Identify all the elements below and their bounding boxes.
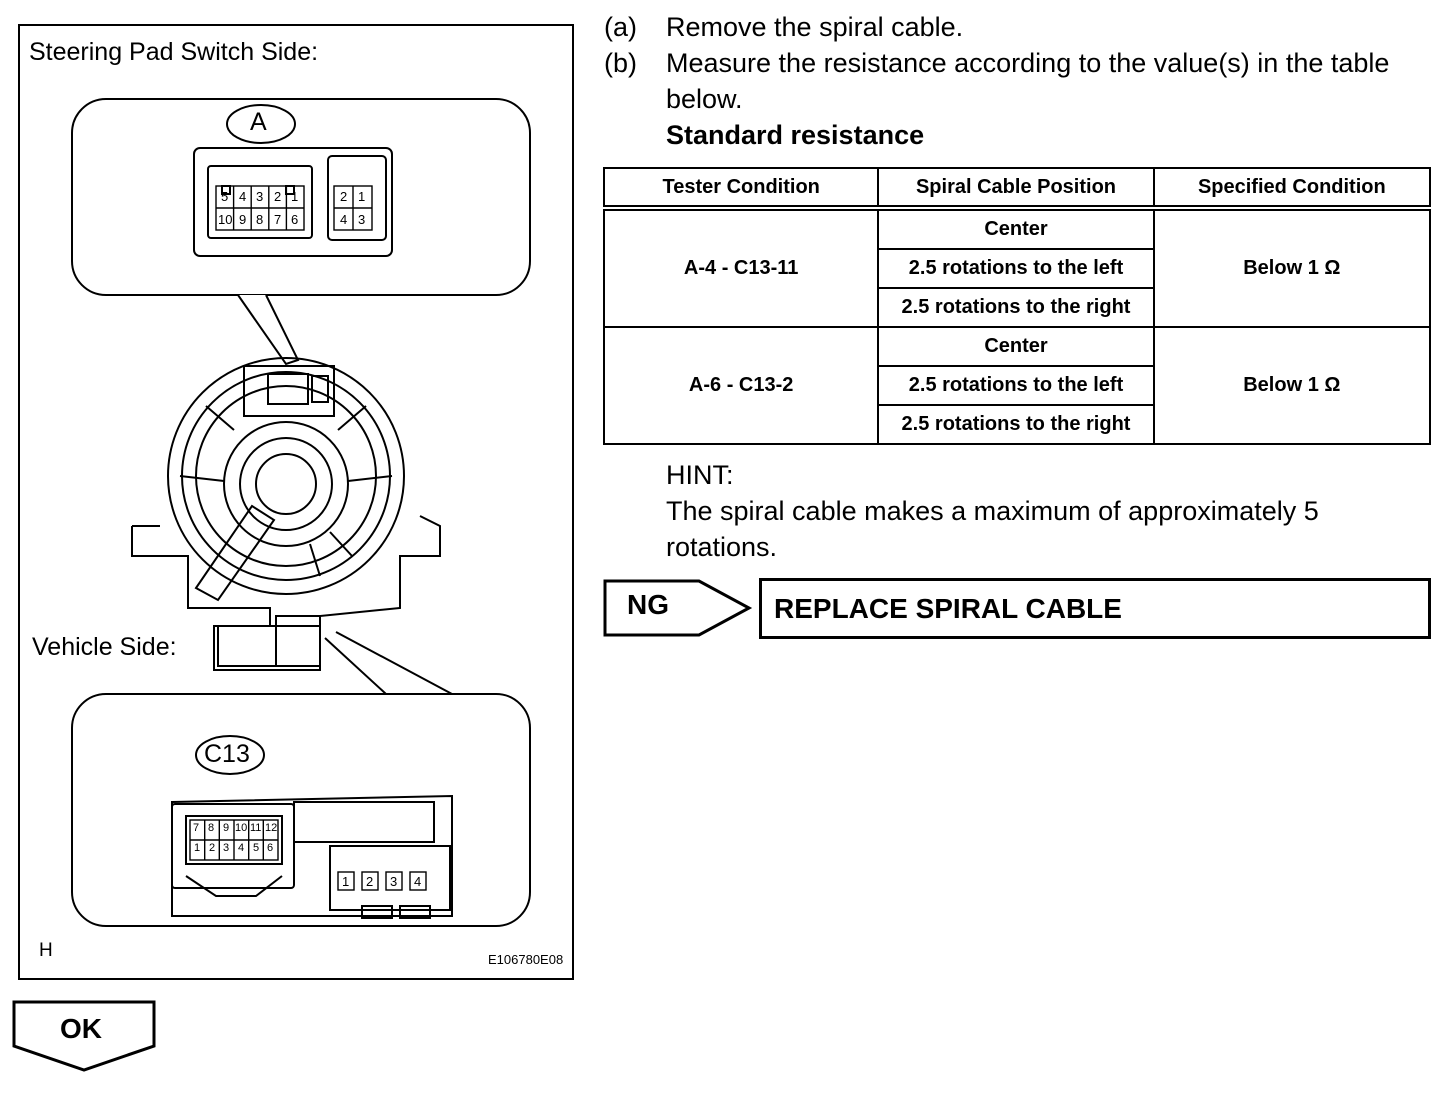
step-a-text: Remove the spiral cable. — [666, 12, 964, 42]
pin-label: 2 — [274, 189, 282, 204]
specified-condition-cell: Below 1 Ω — [1152, 207, 1432, 328]
position-cell: 2.5 rotations to the right — [877, 404, 1155, 445]
pin-label: 8 — [256, 212, 264, 227]
hint-label: HINT: — [666, 460, 734, 490]
pin-label: 1 — [194, 842, 201, 854]
ok-arrow-button[interactable]: OK — [12, 1000, 158, 1079]
pin-label: 4 — [340, 212, 348, 227]
pin-label: 3 — [390, 874, 398, 889]
pin-label: 2 — [366, 874, 374, 889]
ng-arrow-icon — [603, 579, 753, 637]
pin-label: 5 — [253, 842, 260, 854]
standard-resistance-title: Standard resistance — [666, 120, 925, 150]
table-row: A-4 - C13-11 Center Below 1 Ω — [602, 207, 1432, 328]
pin-label: 8 — [208, 822, 215, 834]
table-header-row: Tester Condition Spiral Cable Position S… — [602, 167, 1432, 211]
vehicle-side-label: Vehicle Side: — [32, 633, 177, 661]
hint-text: The spiral cable makes a maximum of appr… — [666, 496, 1319, 562]
tester-condition-cell: A-4 - C13-11 — [602, 207, 880, 328]
position-cell: Center — [877, 326, 1155, 367]
pin-label: 10 — [235, 822, 248, 834]
pin-label: 1 — [291, 189, 299, 204]
pin-label: 2 — [340, 189, 348, 204]
header-tester-condition: Tester Condition — [602, 167, 880, 211]
figure-code: E106780E08 — [488, 952, 564, 967]
ng-arrow-button[interactable]: NG — [603, 578, 753, 643]
table-row: 2.5 rotations to the left — [604, 248, 1430, 289]
pin-label: 4 — [238, 842, 245, 854]
pin-label: 9 — [223, 822, 230, 834]
table-row: 2.5 rotations to the right — [604, 404, 1430, 445]
position-cell: 2.5 rotations to the left — [877, 248, 1155, 289]
tester-condition-cell: A-6 - C13-2 — [602, 326, 880, 445]
pin-label: 12 — [265, 822, 278, 834]
pin-label: 6 — [267, 842, 274, 854]
pin-label: 7 — [274, 212, 282, 227]
specified-condition-cell: Below 1 Ω — [1152, 326, 1432, 445]
connector-c13-label: C13 — [204, 740, 250, 768]
header-spiral-cable-position: Spiral Cable Position — [877, 167, 1155, 211]
pin-label: 10 — [218, 212, 233, 227]
header-specified-condition: Specified Condition — [1152, 167, 1432, 211]
ok-arrow-icon — [12, 1000, 156, 1072]
step-b-letter: (b) — [604, 48, 637, 78]
pin-label: 4 — [239, 189, 247, 204]
table-row: 2.5 rotations to the right — [604, 287, 1430, 328]
position-cell: 2.5 rotations to the right — [877, 287, 1155, 328]
pin-label: 11 — [250, 822, 262, 834]
pin-label: 1 — [342, 874, 350, 889]
corner-mark: H — [39, 940, 53, 961]
table-row: 2.5 rotations to the left — [604, 365, 1430, 406]
position-cell: Center — [877, 207, 1155, 250]
step-b-text: Measure the resistance according to the … — [666, 48, 1390, 114]
pin-label: 1 — [358, 189, 366, 204]
steering-pad-side-label: Steering Pad Switch Side: — [29, 38, 319, 66]
pin-label: 4 — [414, 874, 422, 889]
pin-label: 3 — [256, 189, 264, 204]
table-row: A-6 - C13-2 Center Below 1 Ω — [602, 326, 1432, 445]
pin-label: 5 — [221, 189, 229, 204]
step-a-letter: (a) — [604, 12, 637, 42]
ng-result-box: REPLACE SPIRAL CABLE — [759, 578, 1431, 639]
pin-label: 3 — [358, 212, 366, 227]
pin-label: 2 — [209, 842, 216, 854]
ng-label: NG — [627, 589, 669, 620]
connector-diagram: Steering Pad Switch Side: Vehicle Side: … — [18, 24, 574, 980]
pin-label: 7 — [193, 822, 200, 834]
ok-label: OK — [60, 1013, 102, 1044]
connector-a-label: A — [250, 108, 267, 136]
pin-label: 6 — [291, 212, 299, 227]
position-cell: 2.5 rotations to the left — [877, 365, 1155, 406]
spiral-cable-illustration — [71, 98, 531, 927]
pin-label: 3 — [223, 842, 230, 854]
pin-label: 9 — [239, 212, 247, 227]
resistance-table: Tester Condition Spiral Cable Position S… — [602, 167, 1432, 445]
